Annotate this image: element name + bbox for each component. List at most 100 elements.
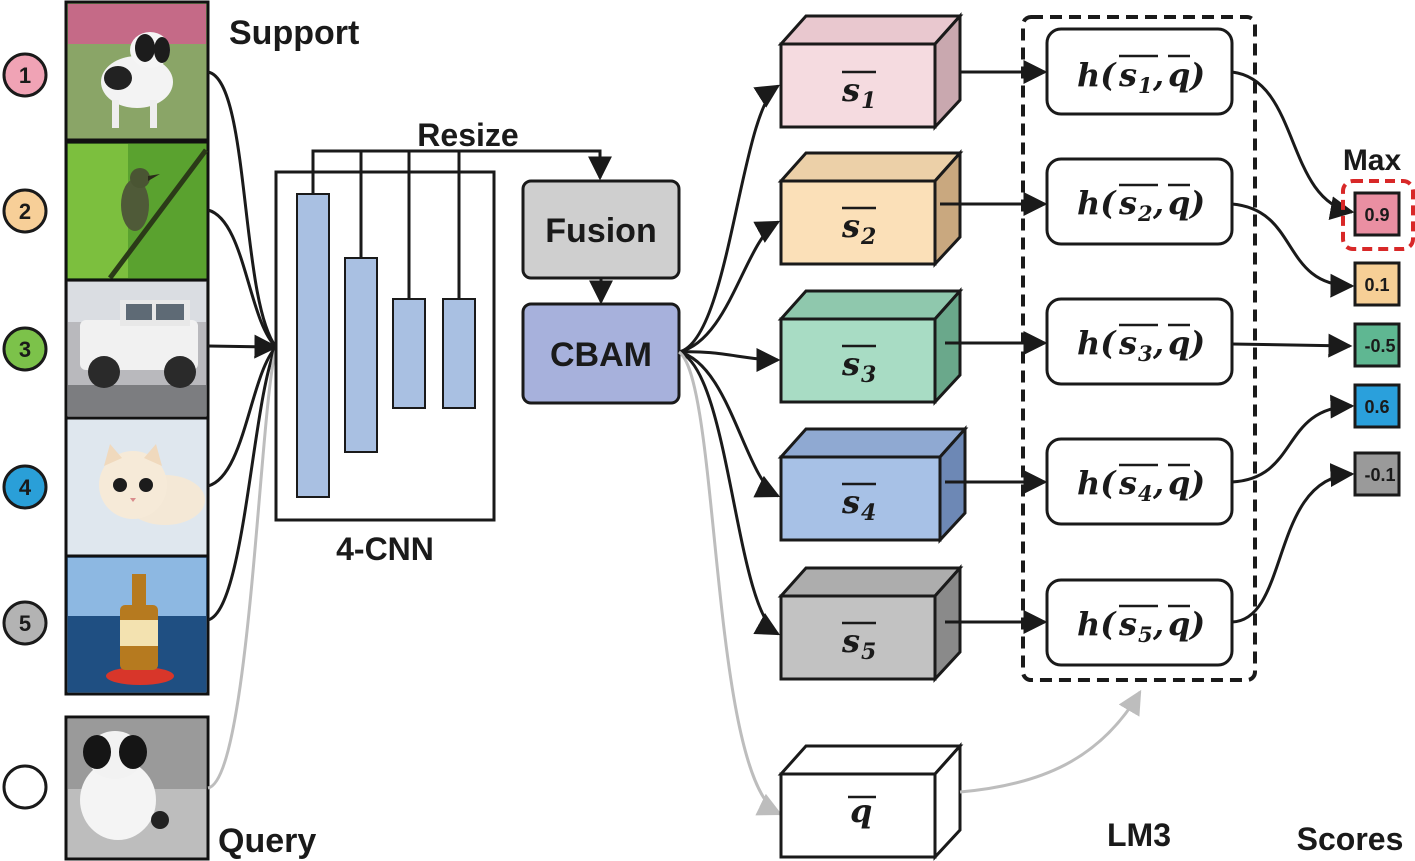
feature-to-h-arrows <box>940 60 1048 634</box>
sim-4-close: ) <box>1188 464 1205 502</box>
support-circles: 1 2 3 4 5 <box>2 52 48 810</box>
similarity-boxes: h( s 1 , q ) h( s 2 , q ) h( s 3 , <box>1045 27 1234 667</box>
support-circle-4-label: 4 <box>19 475 32 500</box>
cnn-layer-4 <box>442 298 476 409</box>
max-label: Max <box>1343 144 1402 177</box>
sim-5-arg: s <box>1118 605 1137 643</box>
feature-cuboids: s 1 s 2 s 3 s 4 <box>777 12 969 861</box>
similarity-box-4: h( s 4 , q ) <box>1045 437 1234 526</box>
query-label: Query <box>218 822 316 860</box>
similarity-box-5: h( s 5 , q ) <box>1045 578 1234 667</box>
h-to-score-arrows <box>1231 70 1355 624</box>
feature-s2-var: s <box>841 207 860 245</box>
support-to-cnn-arrows <box>207 70 279 622</box>
feature-s1-cuboid: s 1 <box>777 12 964 131</box>
sim-5-fn: h( <box>1077 605 1117 643</box>
query-to-cnn-arrow <box>207 349 278 790</box>
support-image-1 <box>64 0 210 142</box>
support-circle-5-shape <box>2 600 48 646</box>
cnn-layer-3 <box>392 298 426 409</box>
support-circle-5: 5 <box>2 600 48 646</box>
sim-2-close: ) <box>1188 184 1205 222</box>
score-value-2: 0.1 <box>1364 275 1389 295</box>
sim-2-comma: , <box>1152 184 1164 222</box>
sim-3-fn: h( <box>1077 324 1117 362</box>
lm3-label: LM3 <box>1107 817 1171 853</box>
sim-1-arg: s <box>1118 56 1137 94</box>
feature-s5-sub: 5 <box>861 639 876 665</box>
resize-connector <box>311 149 612 299</box>
similarity-box-1: h( s 1 , q ) <box>1045 27 1234 116</box>
score-box-3: -0.5 <box>1353 322 1401 368</box>
score-value-1: 0.9 <box>1364 205 1389 225</box>
fusion-label: Fusion <box>545 212 656 250</box>
support-circle-3: 3 <box>2 326 48 372</box>
feature-s3-var: s <box>841 345 860 383</box>
cnn-layer-1 <box>296 193 330 498</box>
cbam-to-query-arrow <box>677 350 783 816</box>
sim-1-close: ) <box>1188 56 1205 94</box>
sim-5-comma: , <box>1152 605 1164 643</box>
support-circle-5-label: 5 <box>19 611 31 636</box>
feature-s5-var: s <box>841 622 860 660</box>
feature-s4-var: s <box>841 483 860 521</box>
feature-s5-cuboid: s 5 <box>777 564 964 683</box>
resize-label: Resize <box>417 117 518 153</box>
support-image-4 <box>64 416 210 558</box>
support-circle-2: 2 <box>2 188 48 234</box>
score-value-4: 0.6 <box>1364 397 1389 417</box>
sim-5-q: q <box>1168 605 1190 643</box>
score-box-5: -0.1 <box>1353 451 1401 497</box>
support-circle-1: 1 <box>2 52 48 98</box>
query-feature-var: q <box>850 792 872 830</box>
query-feature-cuboid: q <box>777 742 964 861</box>
feature-s1-sub: 1 <box>861 88 876 114</box>
sim-4-sub: 4 <box>1138 481 1153 506</box>
sim-3-arg: s <box>1118 324 1137 362</box>
cbam-label: CBAM <box>550 336 652 374</box>
feature-s2-sub: 2 <box>860 224 876 250</box>
score-box-4: 0.6 <box>1353 383 1401 429</box>
support-circle-1-shape <box>2 52 48 98</box>
sim-2-sub: 2 <box>1137 201 1153 226</box>
max-highlight <box>1341 179 1415 251</box>
support-image-5 <box>64 554 210 696</box>
sim-1-fn: h( <box>1077 56 1117 94</box>
sim-5-sub: 5 <box>1138 622 1153 647</box>
sim-4-q: q <box>1168 464 1190 502</box>
sim-1-comma: , <box>1152 56 1164 94</box>
scores-label: Scores <box>1297 821 1404 857</box>
score-value-3: -0.5 <box>1364 336 1395 356</box>
feature-s4-sub: 4 <box>861 500 876 526</box>
sim-3-close: ) <box>1188 324 1205 362</box>
support-circle-2-label: 2 <box>19 199 31 224</box>
sim-3-comma: , <box>1152 324 1164 362</box>
score-box-2: 0.1 <box>1353 261 1401 307</box>
cbam-to-feature-arrows <box>678 84 781 636</box>
support-image-2 <box>64 140 210 282</box>
score-value-5: -0.1 <box>1364 465 1395 485</box>
feature-s4-cuboid: s 4 <box>777 425 969 544</box>
support-image-3 <box>64 278 210 420</box>
sim-1-sub: 1 <box>1138 73 1153 98</box>
sim-2-q: q <box>1168 184 1190 222</box>
sim-4-comma: , <box>1152 464 1164 502</box>
feature-s1-var: s <box>841 71 860 109</box>
support-circle-4: 4 <box>2 464 48 510</box>
sim-1-q: q <box>1168 56 1190 94</box>
feature-s3-cuboid: s 3 <box>777 287 964 406</box>
feature-s2-cuboid: s 2 <box>777 149 964 268</box>
support-label: Support <box>229 14 359 52</box>
support-circle-2-shape <box>2 188 48 234</box>
cnn-label: 4-CNN <box>336 531 434 567</box>
query-to-lm3-arrow <box>959 689 1142 794</box>
query-image <box>64 715 210 861</box>
similarity-box-2: h( s 2 , q ) <box>1045 157 1234 246</box>
sim-3-sub: 3 <box>1138 341 1153 366</box>
score-boxes: 0.9 0.1 -0.5 0.6 -0.1 <box>1353 191 1401 497</box>
sim-4-arg: s <box>1118 464 1137 502</box>
sim-3-q: q <box>1168 324 1190 362</box>
cnn-block <box>274 170 496 522</box>
feature-s3-sub: 3 <box>861 362 876 388</box>
